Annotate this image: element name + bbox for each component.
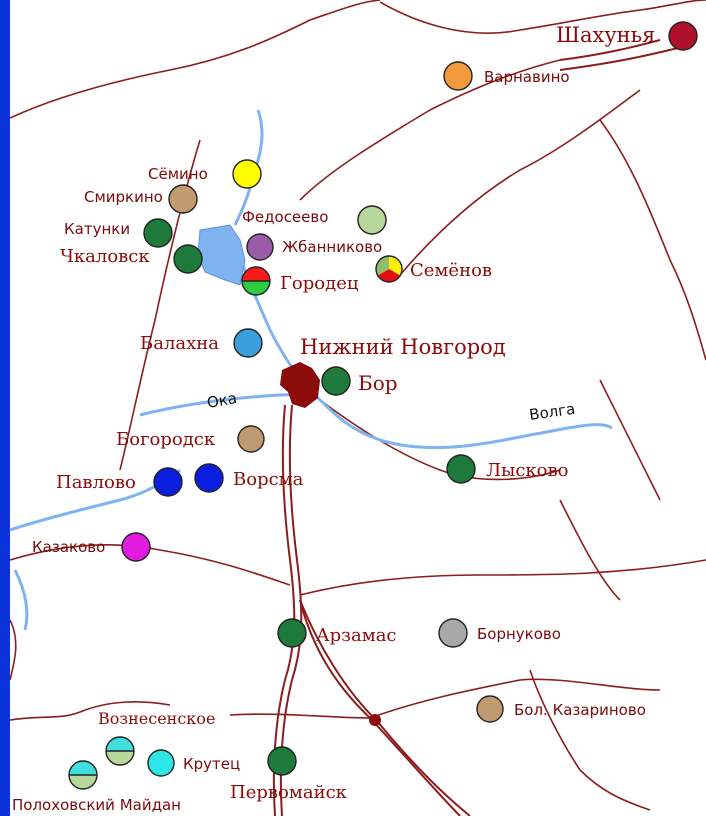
town-nizhny-novgorod[interactable]: Нижний Новгород [300, 335, 506, 359]
town-bornukovo[interactable]: Борнуково [438, 618, 561, 648]
marker-top-half [69, 761, 97, 775]
town-layer: Шахунья Варнавино Сёмино Смиркино Федосе… [12, 21, 698, 814]
marker-outline [375, 255, 403, 283]
town-marker-icon [194, 463, 224, 493]
map-land [10, 0, 706, 816]
town-marker-icon [173, 244, 203, 274]
town-label: Шахунья [556, 23, 655, 47]
river-label-oka: Ока [206, 389, 239, 412]
town-pervomaysk[interactable]: Первомайск [230, 746, 348, 803]
town-label: Сёмино [148, 165, 208, 183]
town-varnavino[interactable]: Варнавино [443, 61, 570, 91]
town-marker-icon [232, 159, 262, 189]
town-marker-icon [446, 454, 476, 484]
town-arzamas[interactable]: Арзамас [277, 618, 397, 648]
town-label: Полоховский Майдан [12, 796, 181, 814]
town-chkalovsk[interactable]: Чкаловск [60, 244, 203, 274]
town-label: Городец [280, 273, 359, 294]
town-marker-icon [438, 618, 468, 648]
town-fedoseevo[interactable]: Федосеево [242, 205, 387, 235]
town-label: Катунки [64, 220, 130, 238]
town-gorodets[interactable]: Городец [241, 266, 359, 296]
town-smirkino[interactable]: Смиркино [84, 184, 198, 214]
marker-bottom-half [69, 775, 97, 789]
town-polkhovsky-maydan[interactable]: Полоховский Майдан [12, 760, 181, 814]
town-pavlovo[interactable]: Павлово [56, 467, 183, 497]
town-marker-icon [233, 328, 263, 358]
town-label: Нижний Новгород [300, 335, 506, 359]
town-marker-icon [476, 695, 504, 723]
town-bol-kazarinovo[interactable]: Бол. Казариново [476, 695, 646, 723]
town-marker-icon [277, 618, 307, 648]
town-semyonov[interactable]: Семёнов [375, 255, 492, 283]
town-marker-icon [121, 532, 151, 562]
town-marker-icon [668, 21, 698, 51]
town-label: Балахна [140, 333, 219, 354]
town-shakhunya[interactable]: Шахунья [556, 21, 698, 51]
town-kazakovo[interactable]: Казаково [32, 532, 151, 562]
town-balakhna[interactable]: Балахна [140, 328, 263, 358]
town-marker-icon [168, 184, 198, 214]
marker-slice [377, 269, 401, 282]
town-marker-icon [147, 749, 175, 777]
town-zhbannikovo[interactable]: Жбанниково [246, 233, 382, 261]
town-vorsma[interactable]: Ворсма [194, 463, 304, 493]
town-marker-icon [143, 218, 173, 248]
town-label: Федосеево [242, 208, 328, 226]
town-marker-icon [68, 760, 98, 790]
town-marker-icon [105, 736, 135, 766]
town-label: Павлово [56, 472, 136, 493]
town-marker-icon [321, 366, 351, 396]
town-label: Борнуково [477, 625, 561, 643]
marker-bottom-half [242, 281, 270, 295]
town-label: Жбанниково [282, 238, 382, 256]
town-semino[interactable]: Сёмино [148, 159, 262, 189]
town-label: Лысково [486, 460, 569, 481]
town-krutets[interactable]: Крутец [147, 749, 240, 777]
town-label: Богородск [116, 429, 216, 450]
town-label: Смиркино [84, 188, 163, 206]
town-marker-icon [357, 205, 387, 235]
town-label: Бор [358, 371, 398, 395]
town-marker-icon [375, 255, 403, 283]
town-label: Вознесенское [98, 709, 215, 728]
town-label: Казаково [32, 538, 105, 556]
arzamas-junction-dot [369, 714, 381, 726]
town-marker-icon [443, 61, 473, 91]
town-bor[interactable]: Бор [321, 366, 398, 396]
town-label: Первомайск [230, 782, 348, 803]
town-label: Варнавино [484, 68, 570, 86]
town-marker-icon [267, 746, 297, 776]
town-label: Крутец [183, 755, 240, 773]
town-label: Семёнов [410, 260, 492, 281]
marker-bottom-half [106, 751, 134, 765]
town-bogorodsk[interactable]: Богородск [116, 425, 265, 453]
town-label: Бол. Казариново [514, 701, 646, 719]
marker-top-half [106, 737, 134, 751]
town-marker-icon [153, 467, 183, 497]
town-marker-icon [246, 233, 274, 261]
town-label: Ворсма [233, 469, 304, 490]
town-label: Арзамас [316, 625, 397, 646]
town-marker-icon [241, 266, 271, 296]
town-katunki[interactable]: Катунки [64, 218, 173, 248]
town-voznesenskoe[interactable]: Вознесенское [98, 709, 215, 766]
town-lyskovo[interactable]: Лысково [446, 454, 569, 484]
town-label: Чкаловск [60, 246, 150, 267]
nizhny-novgorod-city-shape [280, 362, 320, 408]
marker-top-half [242, 267, 270, 281]
town-marker-icon [237, 425, 265, 453]
